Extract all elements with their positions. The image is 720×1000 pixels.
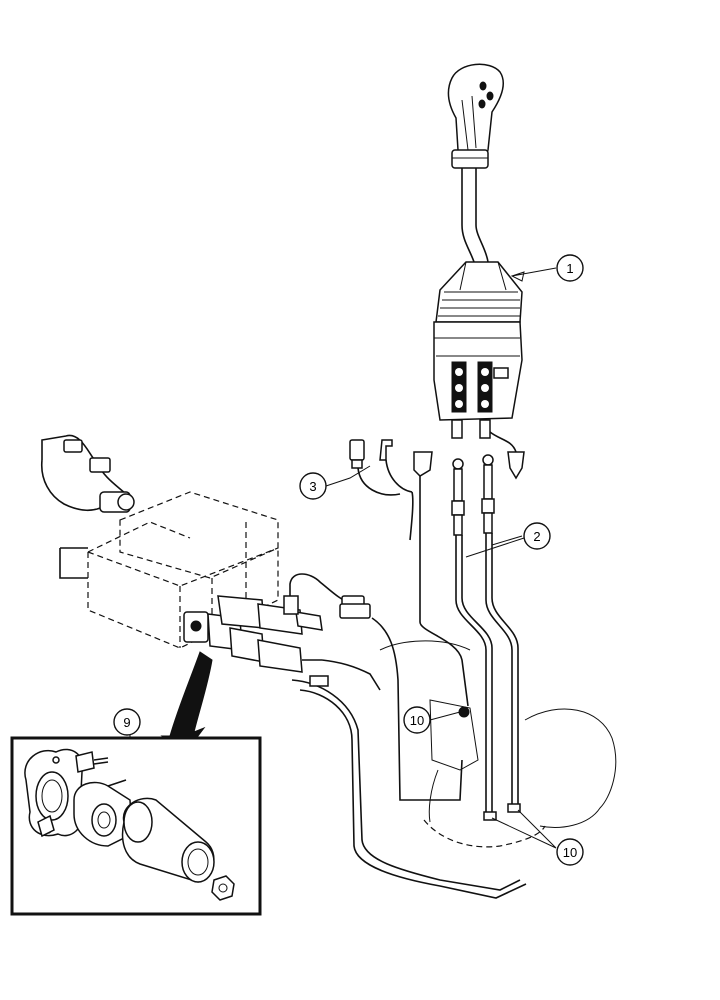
- callout-2-label: 2: [533, 529, 540, 544]
- joystick-valve-icon: [433, 63, 525, 480]
- callout-10-upper: 10: [403, 706, 431, 734]
- hydraulic-hose-icon: [451, 454, 521, 821]
- floor-plate-icon: [379, 640, 617, 848]
- control-valve-block-icon: [59, 491, 527, 899]
- callout-10-lower-label: 10: [563, 845, 577, 860]
- callout-2: 2: [523, 522, 551, 550]
- callout-3-label: 3: [309, 479, 316, 494]
- callout-1: 1: [556, 254, 584, 282]
- flange-fitting-icon: [10, 736, 262, 916]
- wiring-harness-icon: [40, 434, 469, 801]
- callout-9: 9: [113, 708, 141, 736]
- callout-10-lower: 10: [556, 838, 584, 866]
- callout-10-upper-label: 10: [410, 713, 424, 728]
- callout-3: 3: [299, 472, 327, 500]
- callout-9-label: 9: [123, 715, 130, 730]
- callout-1-label: 1: [566, 261, 573, 276]
